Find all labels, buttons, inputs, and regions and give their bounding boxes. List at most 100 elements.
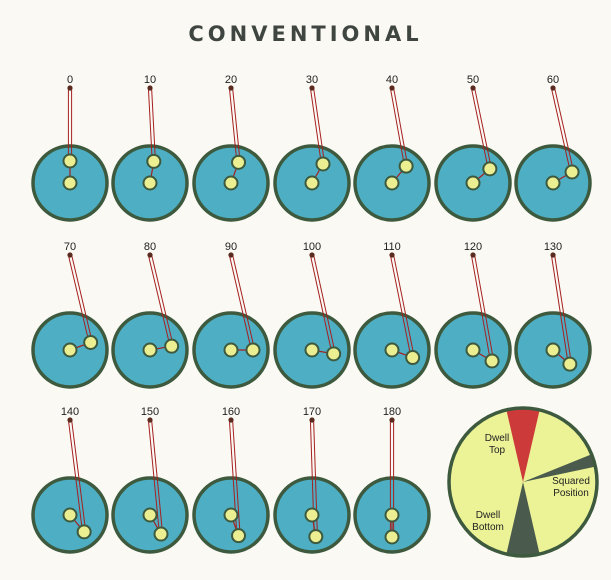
- angle-label: 110: [383, 241, 401, 253]
- angle-label: 90: [225, 241, 237, 253]
- top-pivot: [67, 252, 73, 258]
- squared-position-wedge: [523, 454, 596, 482]
- crank-position: 130: [514, 241, 592, 389]
- connecting-rod: [151, 254, 174, 346]
- crank-position: 30: [273, 74, 351, 222]
- pivot-pin: [545, 175, 561, 191]
- crank-position: 10: [111, 74, 189, 222]
- pivot-pin: [142, 342, 158, 358]
- dwell-bottom-wedge: [506, 482, 540, 556]
- connecting-rod: [151, 87, 156, 162]
- pivot-pin: [465, 342, 481, 358]
- pivot-pin: [304, 175, 320, 191]
- connecting-rod: [550, 88, 571, 173]
- crank-pin: [245, 342, 261, 358]
- connecting-rod: [67, 420, 84, 533]
- connecting-rod: [393, 87, 409, 166]
- connecting-rod: [554, 87, 575, 172]
- top-pivot: [550, 85, 556, 91]
- crank-position: 120: [434, 241, 512, 389]
- pivot-pin: [384, 507, 400, 523]
- angle-label: 150: [141, 406, 159, 418]
- connecting-rod: [389, 255, 412, 358]
- top-pivot: [147, 85, 153, 91]
- connecting-rod: [232, 87, 241, 163]
- top-pivot: [147, 417, 153, 423]
- connecting-rod: [71, 419, 87, 532]
- pivot-pin: [62, 507, 78, 523]
- angle-label: 160: [222, 406, 240, 418]
- timing-pie-rim: [447, 406, 599, 558]
- angle-label: 80: [144, 241, 156, 253]
- top-pivot: [389, 252, 395, 258]
- pivot-pin: [223, 507, 239, 523]
- dwell-top-wedge: [506, 408, 540, 482]
- connecting-rod: [313, 87, 326, 164]
- pivot-pin: [142, 507, 158, 523]
- angle-label: 0: [67, 74, 73, 86]
- top-pivot: [470, 85, 476, 91]
- connecting-rod: [389, 88, 406, 167]
- crank-position: 140: [31, 406, 109, 554]
- top-pivot: [470, 252, 476, 258]
- top-pivot: [147, 252, 153, 258]
- angle-label: 130: [544, 241, 562, 253]
- connecting-rod: [232, 254, 256, 350]
- pivot-pin: [384, 342, 400, 358]
- connecting-rod: [228, 88, 238, 163]
- pivot-pin: [465, 175, 481, 191]
- crank-position: 80: [111, 241, 189, 389]
- crank-pin: [146, 153, 162, 169]
- crank-pin: [308, 529, 324, 545]
- crank-pin: [62, 153, 78, 169]
- crank-pin: [326, 346, 342, 362]
- crank-position: 110: [353, 241, 431, 389]
- angle-label: 60: [547, 74, 559, 86]
- connecting-rod: [474, 254, 495, 361]
- angle-label: 30: [306, 74, 318, 86]
- connecting-rod: [147, 255, 171, 347]
- crank-pin: [484, 353, 500, 369]
- crank-pin: [231, 528, 247, 544]
- angle-label: 170: [303, 406, 321, 418]
- top-pivot: [309, 417, 315, 423]
- crank-position: 90: [192, 241, 270, 389]
- connecting-rod: [147, 420, 160, 535]
- crank-position: 150: [111, 406, 189, 554]
- crank-pin: [398, 158, 414, 174]
- angle-label: 100: [303, 241, 321, 253]
- page-title: CONVENTIONAL: [188, 22, 423, 46]
- angle-label: 20: [225, 74, 237, 86]
- crank-position: 170: [273, 406, 351, 554]
- crank-pin: [384, 529, 400, 545]
- top-pivot: [389, 417, 395, 423]
- crank-position: 50: [434, 74, 512, 222]
- connecting-rod: [309, 255, 333, 355]
- pivot-pin: [304, 342, 320, 358]
- pivot-pin: [384, 175, 400, 191]
- crank-pin: [405, 350, 421, 366]
- pivot-pin: [223, 342, 239, 358]
- crank-position: 180: [353, 406, 431, 554]
- connecting-rod: [393, 254, 415, 358]
- crank-pin: [164, 338, 180, 354]
- connecting-rod: [474, 87, 492, 169]
- pivot-pin: [304, 507, 320, 523]
- connecting-rod: [309, 88, 322, 165]
- connecting-rod: [313, 254, 336, 354]
- connecting-rod: [151, 419, 164, 534]
- crank-position: 20: [192, 74, 270, 222]
- connecting-rod: [470, 88, 489, 170]
- crank-position: 160: [192, 406, 270, 554]
- crank-position: 40: [353, 74, 431, 222]
- connecting-rod: [67, 255, 90, 343]
- crank-pin: [153, 526, 169, 542]
- top-pivot: [228, 85, 234, 91]
- crank-pin: [83, 334, 99, 350]
- angle-label: 50: [467, 74, 479, 86]
- angle-label: 120: [464, 241, 482, 253]
- top-pivot: [309, 85, 315, 91]
